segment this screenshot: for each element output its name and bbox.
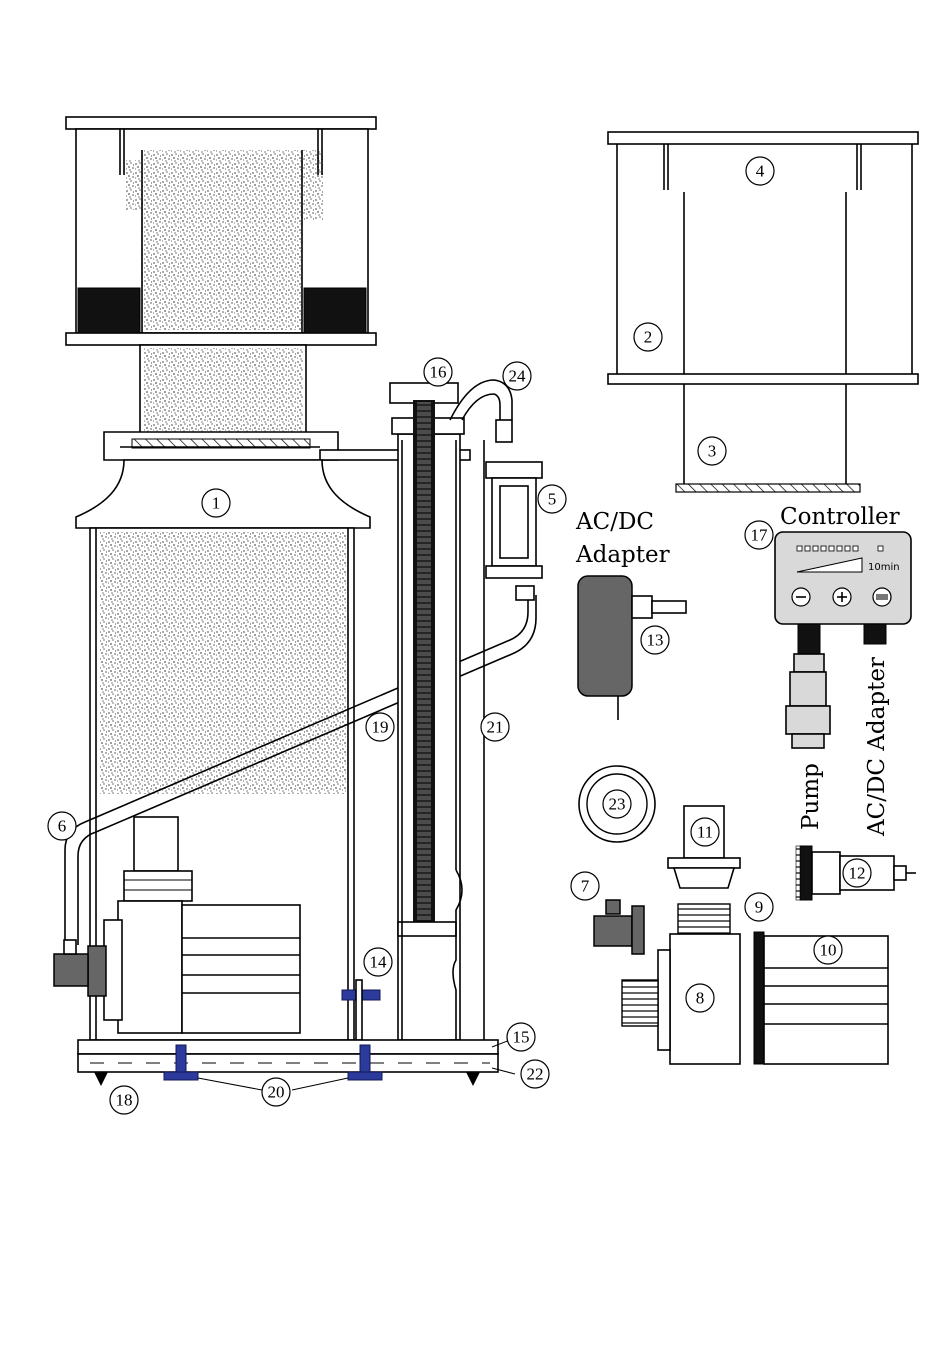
label-5: 5 xyxy=(548,490,557,509)
foam-body xyxy=(100,532,346,794)
label-11: 11 xyxy=(697,823,713,842)
label-2: 2 xyxy=(644,328,653,347)
label-4: 4 xyxy=(756,162,765,181)
label-3: 3 xyxy=(708,442,717,461)
label-17: 17 xyxy=(751,526,769,545)
collection-cup-exploded: 4 2 3 xyxy=(608,132,918,492)
assembled-skimmer: 1 6 19 xyxy=(48,117,566,1114)
label-10: 10 xyxy=(820,941,837,960)
foam-cup xyxy=(142,150,302,330)
label-18: 18 xyxy=(116,1091,133,1110)
label-6: 6 xyxy=(58,817,67,836)
controller-time-label: 10min xyxy=(868,562,900,573)
label-8: 8 xyxy=(696,989,705,1008)
label-13: 13 xyxy=(647,631,664,650)
part-11: 11 xyxy=(668,806,740,888)
label-19: 19 xyxy=(372,718,389,737)
ring-23: 23 xyxy=(579,766,655,842)
label-20: 20 xyxy=(268,1083,285,1102)
acdc-title-line1: AC/DC xyxy=(575,509,654,535)
controller-title: Controller xyxy=(780,504,900,530)
label-22: 22 xyxy=(527,1065,544,1084)
label-14: 14 xyxy=(370,953,388,972)
part-7: 7 xyxy=(571,872,644,954)
label-9: 9 xyxy=(755,898,764,917)
controller: Controller 17 10min Pump A xyxy=(745,504,911,837)
collection-cup-assembled xyxy=(66,117,376,345)
impeller-12: 12 xyxy=(796,846,916,900)
label-16: 16 xyxy=(430,363,447,382)
label-7: 7 xyxy=(581,877,590,896)
acdc-title-line2: Adapter xyxy=(575,542,670,568)
motor-10: 10 xyxy=(764,936,888,1064)
label-23: 23 xyxy=(609,795,626,814)
label-1: 1 xyxy=(212,494,221,513)
label-24: 24 xyxy=(509,367,527,386)
label-21: 21 xyxy=(487,718,504,737)
pump-cable-label: Pump xyxy=(798,763,824,830)
label-12: 12 xyxy=(849,864,866,883)
acdc-adapter: AC/DC Adapter 13 xyxy=(575,509,686,720)
acdc-cable-label: AC/DC Adapter xyxy=(864,657,890,837)
label-15: 15 xyxy=(513,1028,530,1047)
